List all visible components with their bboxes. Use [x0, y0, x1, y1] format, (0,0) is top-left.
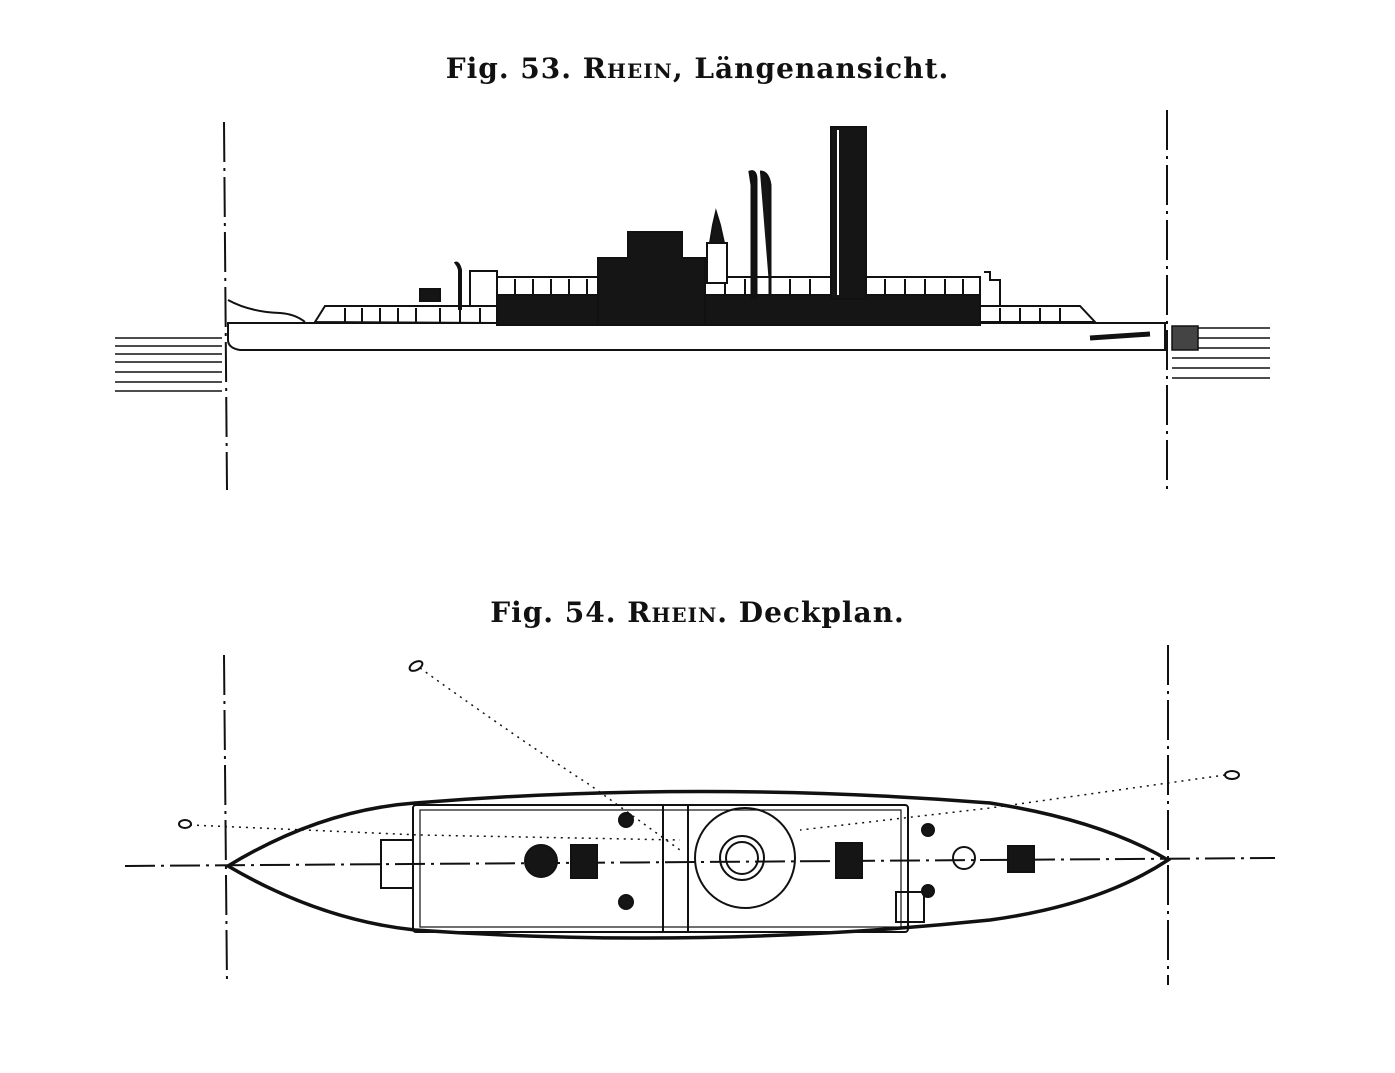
anchor-buoy [1224, 770, 1240, 780]
deck-casemate-inner [419, 809, 902, 928]
ventilator-plan [570, 844, 598, 879]
bow-cutwater [227, 299, 306, 323]
aft-rail [979, 305, 1098, 323]
rudder [1171, 325, 1199, 351]
figure-54-view: Deckplan. [738, 596, 905, 629]
figure-53-caption: Fig. 53. Rhein, Längenansicht. [445, 52, 950, 85]
centerline [124, 857, 1276, 867]
turret-house [597, 231, 706, 326]
propeller-shaft [1089, 331, 1151, 341]
figure-53-view: Längenansicht. [694, 52, 950, 85]
figure-54-number: Fig. 54. [490, 596, 617, 629]
forward-ventilator [453, 261, 462, 310]
waterline-hatching-left [115, 337, 222, 392]
forward-cabin [469, 270, 498, 307]
turret-plan [694, 807, 796, 909]
mast-plan [952, 846, 976, 870]
forward-hatch [380, 839, 414, 889]
figure-53-ship: Rhein [582, 52, 673, 85]
deck-casemate [412, 804, 909, 933]
mast-base [706, 242, 728, 284]
funnel [830, 126, 867, 300]
deck-plan-view [124, 645, 1276, 986]
capstan [419, 288, 441, 302]
elevation-view [115, 110, 1270, 492]
aft-davit [984, 271, 1001, 306]
capstan-plan [524, 844, 558, 878]
fore-rail [313, 305, 498, 325]
anchor-buoy [178, 819, 192, 829]
upper-rail-stanchions [514, 279, 964, 295]
anchor-buoy [408, 660, 424, 672]
hull [227, 322, 1166, 351]
aft-hatch [895, 891, 925, 923]
left-perpendicular-line [223, 121, 228, 491]
mast-top [708, 208, 726, 244]
figure-54-ship: Rhein [627, 596, 718, 629]
funnel-plan [835, 842, 863, 879]
ventilator [748, 170, 772, 299]
rail-stanchions [344, 308, 1061, 322]
armored-casemate [496, 294, 981, 326]
figure-54-caption: Fig. 54. Rhein. Deckplan. [490, 596, 905, 629]
anchor-chains [189, 667, 1226, 851]
plan-left-perpendicular [223, 654, 228, 986]
figure-53-number: Fig. 53. [445, 52, 573, 85]
aft-ventilator-plan [1007, 845, 1035, 873]
